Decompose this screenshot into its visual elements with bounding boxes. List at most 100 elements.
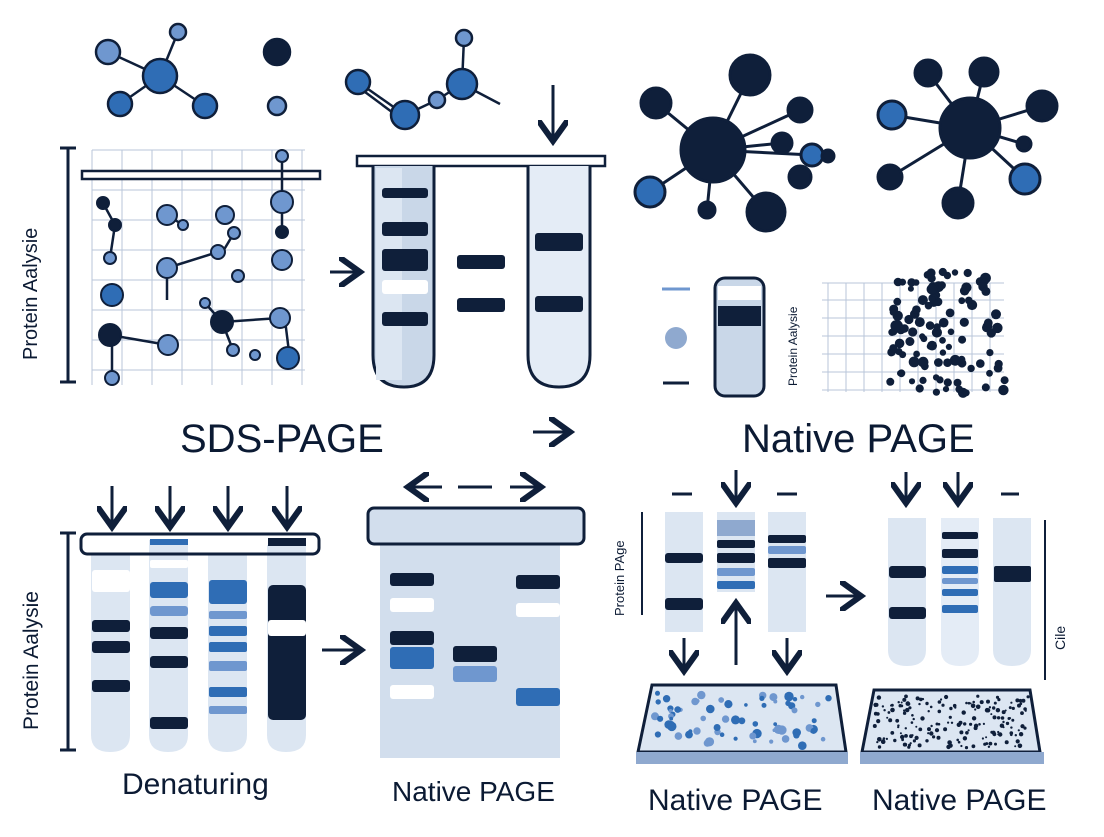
tray-dot (733, 736, 738, 741)
gel-dot (951, 269, 959, 276)
gel-dot (912, 279, 920, 286)
gel-dot (986, 349, 994, 357)
title-sds-page: SDS-PAGE (180, 417, 384, 461)
tray-dot (909, 742, 912, 745)
tray-dot (874, 705, 877, 708)
gel-dot (976, 359, 985, 368)
tray-dot (897, 701, 900, 704)
tray-dot (903, 709, 906, 712)
tray-dot (1023, 726, 1027, 730)
gel-dot (965, 296, 973, 305)
tray-dot (1018, 732, 1024, 737)
tray-dot (888, 718, 893, 723)
tray-dot (940, 698, 943, 701)
tray-dot (882, 737, 886, 740)
gel-dot (894, 338, 905, 349)
tray-dot (907, 745, 911, 749)
gel-dot (926, 343, 934, 350)
gel-dot (907, 285, 914, 292)
tray-dot (904, 727, 907, 730)
tray-dot (718, 697, 725, 703)
gel-dot (914, 317, 925, 328)
tray-dot (731, 715, 740, 725)
gel-dot (947, 328, 955, 336)
tray-dot (983, 742, 987, 746)
tray-dot (793, 732, 800, 739)
tray-dot (925, 739, 929, 743)
tray-dot (704, 737, 715, 747)
tray-dot (995, 695, 1000, 699)
tray-dot (695, 698, 700, 704)
gel-dot (953, 378, 962, 387)
native-gel-slab (366, 487, 586, 758)
gel-dot (926, 284, 938, 295)
tray-dot (744, 703, 748, 707)
tray-dot (873, 711, 878, 716)
tray-dot (674, 706, 681, 713)
gel-dot (938, 267, 947, 277)
native-page-lanes-left (636, 470, 848, 764)
gel-dot (929, 296, 936, 303)
gel-dot (962, 389, 970, 397)
gel-dot (924, 301, 933, 310)
tray-dot (927, 727, 931, 732)
tray-dot (1020, 724, 1025, 729)
gel-dot (919, 333, 926, 340)
tray-dot (962, 736, 968, 741)
tray-dot (1007, 717, 1011, 720)
tray-dot (927, 710, 930, 713)
tray-dot (651, 712, 659, 721)
gel-dot (945, 343, 953, 350)
gel-dot (932, 374, 940, 381)
tray-dot (910, 721, 914, 724)
tray-dot (963, 722, 967, 726)
gel-dot (933, 323, 941, 331)
tray-dot (881, 705, 885, 708)
gel-dot (919, 376, 927, 384)
tray-dot (947, 721, 950, 724)
axis-label-protein-aalysie-bottom: Protein Aalysie (20, 591, 43, 730)
tray-dot (941, 703, 945, 707)
tray-dot (967, 701, 971, 705)
tray-dot (685, 730, 693, 739)
tray-dot (900, 704, 904, 708)
tray-dot (967, 729, 970, 732)
tray-dot (915, 696, 920, 701)
tray-dot (784, 691, 794, 702)
tray-dot (965, 701, 968, 705)
gel-dot (958, 297, 966, 305)
tray-dot (719, 732, 725, 737)
gel-dot (890, 320, 902, 332)
tray-dot (984, 707, 990, 713)
tray-dot (791, 707, 798, 714)
tray-dot (893, 738, 897, 743)
tray-dot (713, 724, 721, 731)
axis-label-protein-aalysie-small: Protein Aalysie (786, 306, 800, 386)
tray-dot (920, 716, 925, 721)
tray-dot (912, 739, 917, 743)
gel-dot (949, 354, 961, 366)
gel-dot (908, 356, 920, 368)
tray-dot (905, 707, 910, 713)
tray-dot (934, 728, 940, 733)
protein-grid-panel (60, 146, 322, 386)
tray-dot (973, 723, 979, 728)
gel-dot (889, 344, 898, 353)
tray-dot (959, 730, 964, 735)
tray-dot (1011, 718, 1015, 722)
gel-dot (939, 349, 947, 356)
tray-dot (697, 690, 706, 700)
tray-dot (1018, 698, 1023, 703)
gel-dot (986, 369, 993, 377)
gel-dot (925, 321, 935, 330)
tray-dot (1005, 721, 1010, 726)
gel-dot (912, 305, 921, 315)
tray-dot (693, 727, 701, 735)
gel-dot (937, 281, 946, 290)
tray-dot (1019, 702, 1023, 706)
tray-dot (876, 719, 881, 724)
gel-dot (994, 359, 1003, 369)
tray-dot (990, 713, 993, 716)
